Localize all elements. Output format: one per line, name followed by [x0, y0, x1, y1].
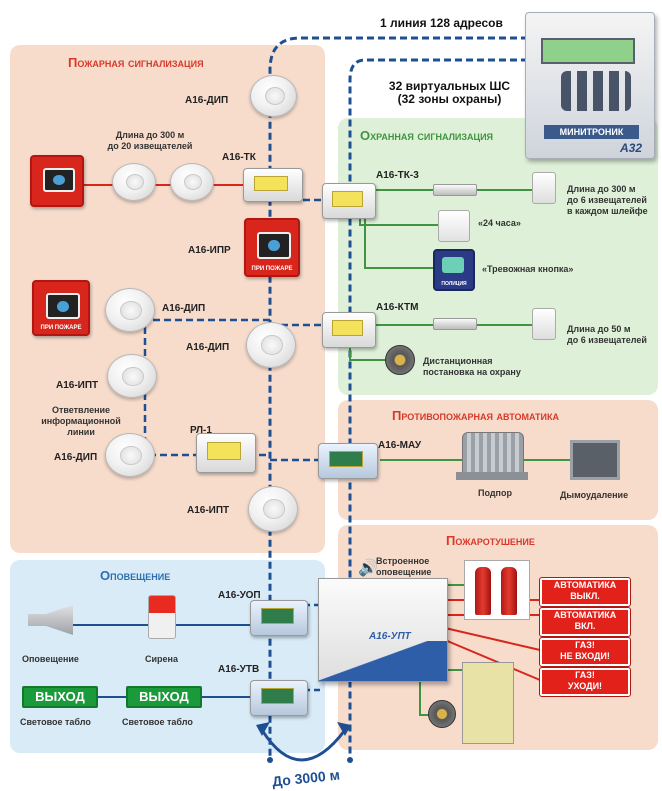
detector-left: [105, 288, 155, 332]
extinguish-panel-title: Пожаротушение: [446, 533, 535, 548]
panic-24h-device: [438, 210, 470, 242]
bus-endpoint-right: [347, 757, 353, 763]
board2-label: Световое табло: [122, 717, 193, 727]
mau-label: А16-МАУ: [378, 440, 422, 451]
board1-label: Световое табло: [20, 717, 91, 727]
door: [462, 662, 514, 744]
damper: [570, 440, 620, 480]
gas-cylinders: [464, 560, 530, 620]
roof-fan: [462, 432, 524, 476]
controller-brand: МИНИТРОНИК: [544, 125, 639, 139]
builtin-note: Встроенное оповещение: [376, 556, 432, 577]
upt-label: А16-УПТ: [369, 631, 411, 642]
exit-board-1: ВЫХОД: [22, 686, 98, 708]
call-point-left: ПРИ ПОЖАРЕ: [32, 280, 90, 336]
exit-board-2: ВЫХОД: [126, 686, 202, 708]
cylinder-1: [475, 567, 491, 615]
virtual-label: 32 виртуальных ШС (32 зоны охраны): [372, 80, 527, 106]
siren-device: [148, 595, 176, 639]
uop-module: [250, 600, 308, 636]
ipr-label: А16-ИПР: [188, 245, 231, 256]
ipr-call-point: ПРИ ПОЖАРЕ: [244, 218, 300, 277]
security-panel-title: Охранная сигнализация: [360, 128, 494, 143]
police-button-label: ПОЛИЦИЯ: [441, 281, 467, 287]
tk3-label: А16-ТК-3: [376, 170, 419, 181]
sign-gas-leave: ГАЗ! УХОДИ!: [539, 667, 631, 697]
bus-endpoint-left: [267, 757, 273, 763]
sign-gas-no-enter: ГАЗ! НЕ ВХОДИ!: [539, 637, 631, 667]
heat-detector-low: [248, 486, 298, 532]
magnetic-contact-2: [433, 318, 477, 330]
controller-keypad: [561, 71, 631, 111]
ipr-text: ПРИ ПОЖАРЕ: [251, 266, 293, 273]
detector-low: [105, 433, 155, 477]
dip-mid-label: А16-ДИП: [186, 342, 230, 353]
ktm-note: Длина до 50 м до 6 извещателей: [567, 324, 647, 345]
h24-label: «24 часа»: [478, 218, 521, 228]
detector-loop-1: [112, 163, 156, 201]
controller-device: МИНИТРОНИК А32: [525, 12, 655, 159]
fire-panel-title: Пожарная сигнализация: [68, 55, 204, 70]
call-point-left-text: ПРИ ПОЖАРЕ: [40, 325, 82, 332]
police-button: ПОЛИЦИЯ: [433, 249, 475, 291]
utv-module: [250, 680, 308, 716]
controller-model: А32: [619, 141, 642, 155]
uop-label: А16-УОП: [218, 590, 261, 601]
sign-auto-off: АВТОМАТИКА ВЫКЛ.: [539, 577, 631, 607]
fire-length-note: Длина до 300 м до 20 извещателей: [107, 130, 193, 151]
upt-stripe: [319, 641, 447, 681]
branch-note: Ответвление информационной линии: [41, 405, 121, 437]
tk3-module: [322, 183, 376, 219]
tk3-note: Длина до 300 м до 6 извещателей в каждом…: [567, 184, 648, 216]
controller-screen: [541, 38, 635, 64]
ipt-low-label: А16-ИПТ: [187, 505, 230, 516]
smoke-detector-top: [250, 75, 297, 117]
speaker-icon: 🔊: [358, 560, 378, 577]
virtual-label-main: 32 виртуальных ШС: [388, 79, 511, 93]
virtual-label-sub: (32 зоны охраны): [397, 92, 502, 106]
ipt-left-label: А16-ИПТ: [56, 380, 99, 391]
line-label: 1 линия 128 адресов: [380, 16, 503, 30]
police-button-window: [442, 257, 464, 273]
heat-detector-left: [107, 354, 157, 398]
notify-panel-title: Оповещение: [100, 568, 171, 583]
supply-label: Подпор: [478, 488, 512, 498]
ktm-module: [322, 312, 376, 348]
smoke-label: Дымоудаление: [560, 490, 629, 500]
upt-cabinet: А16-УПТ: [318, 578, 448, 682]
key-reader-ext: [428, 700, 456, 728]
automation-panel-title: Противопожарная автоматика: [392, 408, 559, 423]
motion-sensor-1: [532, 172, 556, 204]
key-reader: [385, 345, 415, 375]
utv-label: А16-УТВ: [218, 664, 260, 675]
remote-note: Дистанционная постановка на охрану: [423, 356, 521, 377]
dip-left-label: А16-ДИП: [162, 303, 206, 314]
dip-top-label: А16-ДИП: [185, 95, 229, 106]
tk-module: [243, 168, 303, 202]
rl-relay: [196, 433, 256, 473]
sign-auto-on: АВТОМАТИКА ВКЛ.: [539, 607, 631, 637]
notification-panel: [10, 560, 325, 753]
ktm-label: А16-КТМ: [376, 302, 419, 313]
mau-module: [318, 443, 378, 479]
tk-label: А16-ТК: [222, 152, 256, 163]
detector-mid: [246, 322, 296, 368]
rl-label: РЛ-1: [190, 425, 212, 436]
manual-call-point-red: [30, 155, 84, 207]
cylinder-2: [501, 567, 517, 615]
speaker-label: Оповещение: [22, 654, 79, 664]
dip-low-label: А16-ДИП: [54, 452, 98, 463]
panic-label: «Тревожная кнопка»: [482, 264, 574, 274]
siren-label: Сирена: [145, 654, 178, 664]
motion-sensor-2: [532, 308, 556, 340]
magnetic-contact-1: [433, 184, 477, 196]
detector-loop-2: [170, 163, 214, 201]
fan-base: [456, 472, 528, 480]
